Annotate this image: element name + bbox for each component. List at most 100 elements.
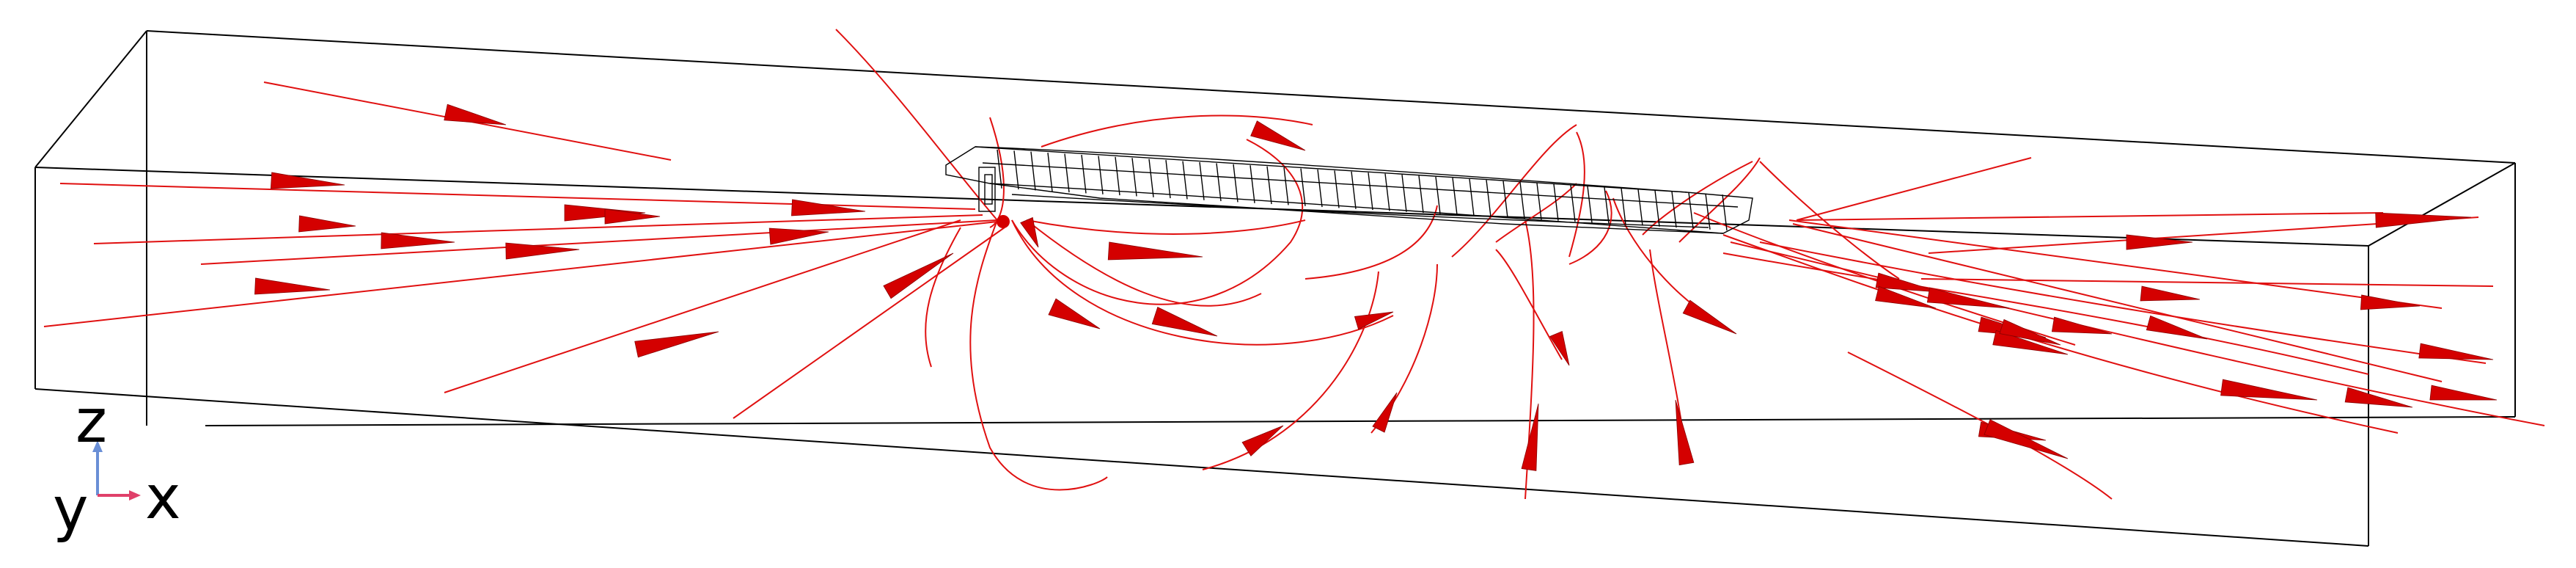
streamline bbox=[1568, 190, 1612, 265]
box-edge bbox=[34, 30, 147, 168]
rudder-appendage bbox=[978, 167, 996, 212]
streamline bbox=[1026, 219, 1306, 235]
cone-arrow-icon bbox=[604, 208, 661, 225]
hull-panel-line bbox=[1064, 153, 1070, 193]
hull-mid-line bbox=[982, 162, 1739, 208]
hull-panel-line bbox=[1131, 158, 1137, 197]
y-axis-label: y bbox=[53, 475, 89, 545]
cone-arrow-icon bbox=[1372, 392, 1398, 433]
cone-arrow-icon bbox=[2418, 343, 2494, 360]
streamline bbox=[200, 219, 998, 265]
streamline bbox=[989, 117, 1005, 228]
hull-panel-line bbox=[1317, 169, 1323, 208]
hull-panel-line bbox=[997, 149, 1002, 189]
streamline bbox=[1026, 219, 1262, 307]
streamline bbox=[1759, 241, 2487, 364]
streamline bbox=[59, 183, 976, 210]
cone-arrow-icon bbox=[1926, 287, 2010, 309]
hull-panel-line bbox=[1688, 192, 1694, 229]
box-edge bbox=[2368, 162, 2516, 247]
streamline bbox=[1730, 241, 2545, 426]
cone-arrow-icon bbox=[1682, 299, 1737, 335]
cone-arrow-icon bbox=[2220, 379, 2318, 401]
cone-arrow-icon bbox=[2126, 234, 2193, 250]
propeller-hub bbox=[997, 215, 1010, 228]
cone-arrow-icon bbox=[634, 331, 719, 358]
streamline bbox=[1304, 205, 1438, 280]
cone-arrow-icon bbox=[1875, 272, 1940, 293]
z-axis-arrowhead-icon bbox=[92, 440, 103, 452]
hull-panel-line bbox=[1621, 188, 1626, 225]
hull-panel-line bbox=[1098, 156, 1104, 194]
axes-triad-icon: z y x bbox=[53, 387, 181, 545]
hull-panel-line bbox=[1486, 180, 1491, 217]
hull-panel-line bbox=[1216, 163, 1222, 202]
hull-panel-line bbox=[1401, 175, 1407, 212]
hull-panel-line bbox=[1418, 175, 1424, 214]
hull-panel-line bbox=[1351, 171, 1357, 209]
hull-panel-line bbox=[1266, 166, 1272, 205]
streamline bbox=[925, 227, 961, 368]
cone-arrow-icon bbox=[768, 227, 829, 245]
hull-panel-line bbox=[1283, 167, 1289, 205]
hull-panel-line bbox=[1519, 181, 1525, 219]
hull-panel-line bbox=[1587, 186, 1593, 223]
streamline bbox=[1202, 271, 1379, 470]
z-axis-label: z bbox=[76, 387, 107, 456]
hull-panel-line bbox=[1637, 189, 1643, 226]
cone-arrow-icon bbox=[2429, 385, 2498, 401]
streamline bbox=[1796, 157, 2032, 221]
streamline bbox=[1792, 223, 2443, 382]
hull-panel-line bbox=[1182, 161, 1188, 200]
hull-panel-line bbox=[1570, 185, 1576, 222]
streamline bbox=[93, 214, 983, 244]
hull-panel-line bbox=[1115, 156, 1120, 196]
hull-keel-line bbox=[1011, 194, 1709, 228]
cone-arrow-icon bbox=[1048, 298, 1101, 329]
streamline bbox=[1011, 139, 1304, 305]
cone-arrow-icon bbox=[1354, 311, 1394, 330]
streamline bbox=[1612, 197, 1709, 316]
streamline bbox=[1920, 278, 2494, 287]
hull-panel-line bbox=[1452, 178, 1458, 215]
hull-panel-line bbox=[1502, 181, 1508, 218]
hull-panel-line bbox=[1081, 154, 1087, 194]
hull-panel-line bbox=[1013, 150, 1019, 190]
hull-panel-line bbox=[1435, 176, 1441, 214]
hull-panel-line bbox=[1469, 178, 1475, 216]
streamline bbox=[1722, 252, 2369, 375]
hull-panel-line bbox=[1165, 160, 1171, 199]
rudder-inner bbox=[984, 174, 993, 205]
cone-arrow-icon bbox=[381, 232, 455, 250]
cone-arrow-icon bbox=[883, 252, 954, 299]
body-mesh bbox=[945, 146, 1753, 234]
box-edge bbox=[34, 388, 2369, 547]
hull-panel-line bbox=[1671, 191, 1677, 228]
cone-arrow-icon bbox=[2344, 387, 2413, 408]
hull-panel-line bbox=[1722, 194, 1728, 231]
hull-panel-line bbox=[1148, 159, 1154, 197]
cone-arrow-icon bbox=[444, 103, 507, 125]
hull-panel-line bbox=[1030, 151, 1036, 191]
hull-waterline bbox=[989, 183, 1724, 234]
cone-arrow-icon bbox=[254, 277, 331, 295]
streamline bbox=[1041, 114, 1313, 148]
cone-arrow-icon bbox=[1549, 330, 1570, 366]
streamline bbox=[1495, 249, 1563, 360]
box-edge bbox=[146, 30, 2516, 164]
streamline bbox=[835, 29, 998, 221]
cone-arrow-icon bbox=[1675, 399, 1695, 466]
cone-arrow-icon bbox=[2051, 316, 2113, 335]
hull-deck-line bbox=[975, 146, 1687, 193]
hull-panel-line bbox=[1300, 168, 1306, 206]
streamline bbox=[1011, 219, 1394, 346]
hull-panel-line bbox=[1553, 183, 1559, 221]
cone-arrow-icon bbox=[298, 215, 356, 233]
box-edge bbox=[34, 167, 2369, 247]
hull-panel-line bbox=[1654, 190, 1660, 227]
hull-panel-line bbox=[1334, 170, 1340, 208]
streamline bbox=[969, 219, 1108, 491]
cone-arrow-icon bbox=[1250, 120, 1306, 151]
cone-arrow-icon bbox=[270, 172, 345, 189]
